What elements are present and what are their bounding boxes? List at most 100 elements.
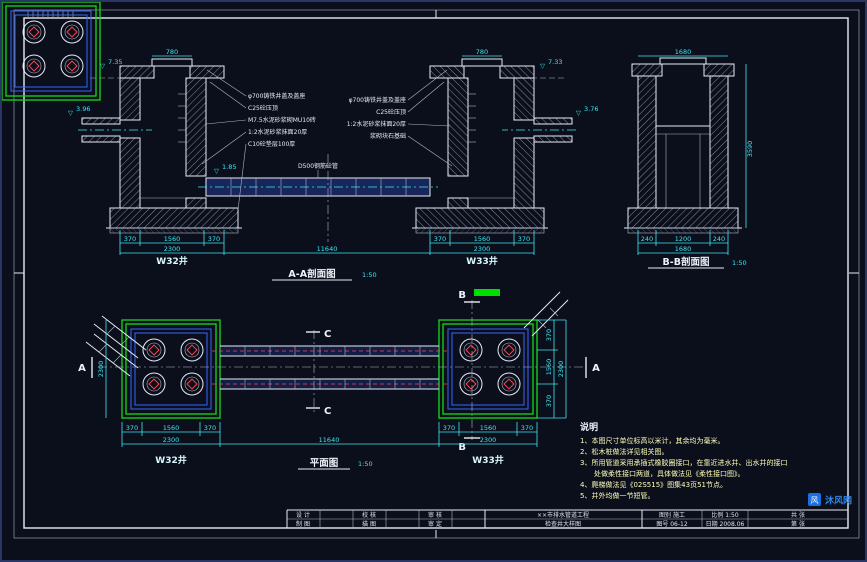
dim-text: 370 (521, 424, 533, 432)
dim-text: 1680 (675, 48, 692, 56)
dimensions-plan-bottom: 370 1560 370 2300 370 1560 370 2300 1164… (121, 422, 538, 447)
well-label-w33-section: W33井 (466, 255, 497, 267)
sheet-frame (13, 9, 860, 539)
well-plan-square (2, 2, 101, 101)
section-pipe (198, 154, 438, 242)
dim-text: 370 (124, 235, 136, 243)
dim-text: 3590 (746, 141, 754, 158)
view-scale-bb: 1:50 (732, 259, 747, 267)
cut-marker-a-right: A (592, 363, 600, 374)
dimensions-plan-sides: 2300 370 1560 370 2300 (97, 319, 567, 419)
elevation-symbol: ▽ (540, 62, 545, 70)
titleblock-cell: 制 图 (296, 520, 310, 528)
dimensions-aa: 370 1560 370 2300 370 1560 370 2300 1164… (119, 48, 535, 255)
view-scale-aa: 1:50 (362, 271, 377, 279)
elevation-symbol: ▽ (576, 109, 581, 117)
dim-text: 370 (443, 424, 455, 432)
elevation-value: 3.76 (584, 105, 598, 113)
elevation-symbol: ▽ (68, 109, 73, 117)
elevation-value: 7.33 (548, 58, 562, 66)
elevation-value: 1.85 (222, 163, 236, 171)
note-line: 处做柔性接口两道，具体做法见《柔性接口图》。 (580, 469, 745, 478)
well-label-w33-plan: W33井 (472, 454, 503, 466)
section-view-bb: 1680 3590 240 1200 240 1680 B-B剖面图 1:50 (624, 48, 754, 269)
annotation-text: C10砼垫层100厚 (248, 140, 295, 148)
well-plan-w33 (438, 319, 538, 419)
elevation-value: 3.96 (76, 105, 90, 113)
well-label-w32-section: W32井 (156, 255, 187, 267)
cut-marker-a-left: A (78, 363, 86, 374)
dim-text: 370 (126, 424, 138, 432)
dim-text: 370 (545, 395, 553, 407)
titleblock-cell: 设 计 (296, 511, 310, 519)
annotations-left-well: φ700铸铁井盖及盖座 C25砼压顶 M7.5水泥砂浆砌MU10砖 1:2水泥砂… (201, 69, 316, 211)
annotation-text: φ700铸铁井盖及盖座 (248, 92, 305, 100)
view-title-plan: 平面图 (310, 458, 339, 469)
dim-text: 1560 (474, 235, 491, 243)
ruler-ticks (27, 11, 74, 17)
cut-marker-b-bottom: B (458, 442, 466, 453)
dim-text: 11640 (317, 245, 338, 253)
annotation-text: 浆砌块石基础 (370, 132, 406, 140)
cut-marker-c-bottom: C (324, 406, 331, 417)
cut-marker-c-top: C (324, 329, 331, 340)
title-block: 设 计 校 核 审 核 制 图 描 图 审 定 ××市排水管道工程 检查井大样图… (286, 509, 848, 528)
annotation-text: 1:2水泥砂浆抹面20厚 (347, 120, 406, 128)
well-label-w32-plan: W32井 (155, 454, 186, 466)
titleblock-drawing-title: 检查井大样图 (545, 520, 581, 528)
annotation-text: M7.5水泥砂浆砌MU10砖 (248, 116, 316, 124)
well-structure-section (78, 58, 242, 234)
annotation-text: φ700铸铁井盖及盖座 (349, 96, 406, 104)
plan-view: A A C C B B 2300 370 1 (2, 2, 600, 470)
dimensions-bb: 240 1200 240 1680 (637, 230, 729, 255)
plan-outlet-stub (523, 291, 569, 337)
dim-text: 1200 (675, 235, 692, 243)
note-line: 5、井外均做一节短管。 (580, 491, 654, 500)
dim-text: 1560 (480, 424, 497, 432)
titleblock-date: 日期 2008.06 (706, 520, 745, 528)
dim-text: 370 (208, 235, 220, 243)
annotation-text: 1:2水泥砂浆抹面20厚 (248, 128, 307, 136)
dim-text: 2300 (474, 245, 491, 253)
titleblock-project: ××市排水管道工程 (537, 511, 589, 519)
titleblock-type: 图别 施工 (659, 511, 685, 519)
elevation-symbol: ▽ (214, 167, 219, 175)
annotations-right-well: φ700铸铁井盖及盖座 C25砼压顶 1:2水泥砂浆抹面20厚 浆砌块石基础 D… (298, 69, 453, 178)
cut-line-aa: A A (78, 357, 600, 378)
watermark-logo[interactable]: 风 沐风网 (808, 493, 852, 507)
note-line: 2、松木桩做法详见相关图。 (580, 447, 668, 456)
titleblock-cell: 描 图 (362, 520, 376, 528)
annotation-text: C25砼压顶 (376, 108, 406, 116)
dim-text: 780 (476, 48, 488, 56)
titleblock-cell: 审 定 (428, 520, 442, 528)
dim-text: 1560 (164, 235, 181, 243)
dim-text: 370 (518, 235, 530, 243)
well-structure-section-right (411, 58, 577, 234)
dim-text: 1560 (545, 359, 553, 376)
plan-pipes (212, 345, 447, 390)
dim-text: 2300 (164, 245, 181, 253)
dim-text: 780 (166, 48, 178, 56)
selection-highlight (474, 289, 500, 296)
note-line: 3、所用管道采用承插式橡胶圈接口，在靠近进水井、出水井的接口 (580, 458, 787, 467)
dim-text: 2300 (97, 361, 105, 378)
dim-text: 2300 (480, 436, 497, 444)
titleblock-cell: 校 核 (362, 511, 376, 519)
elevation-marks: ▽ 7.35 ▽ 7.33 ▽ 3.96 ▽ 3.76 ▽ 1.85 (68, 58, 598, 175)
note-line: 4、爬梯做法见《02S515》图集43页51节点。 (580, 480, 727, 489)
dim-text: 240 (641, 235, 653, 243)
dim-text: 240 (713, 235, 725, 243)
well-plan-w32 (121, 319, 221, 419)
notes-title: 说明 (580, 421, 598, 433)
logo-icon[interactable] (808, 493, 821, 506)
titleblock-scale: 比例 1:50 (711, 511, 739, 519)
dim-text: 2300 (163, 436, 180, 444)
dim-text: 2300 (557, 361, 565, 378)
plan-inlet-stubs (85, 315, 147, 377)
dim-text: 370 (434, 235, 446, 243)
note-line: 1、本图尺寸单位标高以米计，其余均为毫米。 (580, 436, 724, 445)
cut-line-cc: C C (306, 329, 331, 417)
pipe-annotation-text: D500钢筋砼管 (298, 162, 338, 170)
elevation-value: 7.35 (108, 58, 122, 66)
